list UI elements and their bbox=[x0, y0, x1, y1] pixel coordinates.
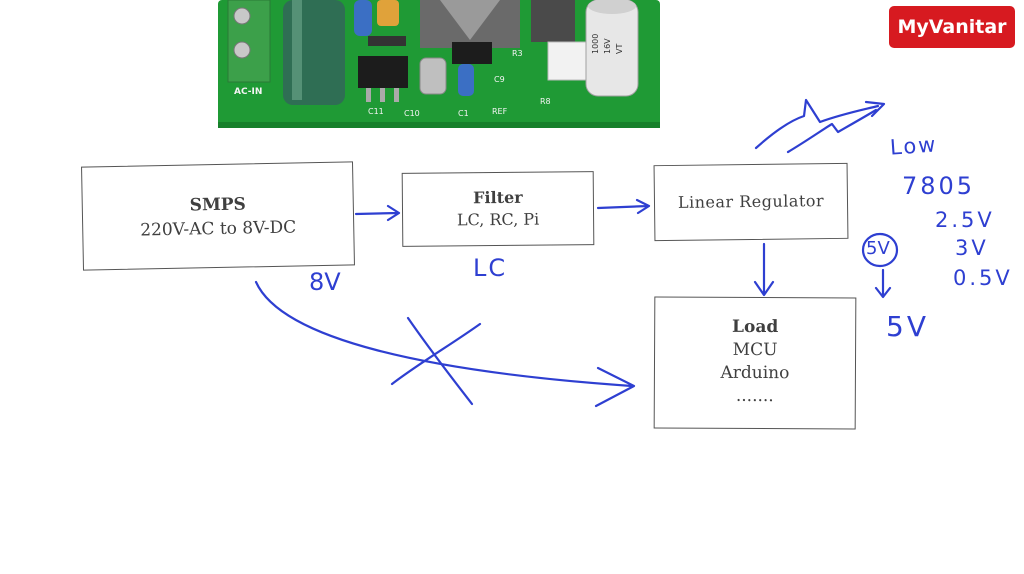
arrow-filter-to-regulator bbox=[596, 198, 651, 215]
terminal-screw-1 bbox=[233, 7, 251, 25]
arrow-regulator-to-load bbox=[753, 242, 775, 297]
capacitor-small-1 bbox=[419, 57, 447, 95]
myvanitar-logo: MyVanitar bbox=[889, 6, 1015, 48]
diode bbox=[368, 36, 406, 46]
capacitor-output bbox=[585, 0, 639, 97]
label-low: Low bbox=[889, 132, 939, 160]
blue-component-1 bbox=[354, 0, 372, 36]
terminal-screw-2 bbox=[233, 41, 251, 59]
arrow-5v-down bbox=[874, 268, 892, 299]
pcb-label-c9: C9 bbox=[494, 75, 505, 84]
regulator-pin-1 bbox=[366, 88, 371, 102]
pcb-label-c10: C10 bbox=[404, 109, 420, 118]
rising-arrow-scribble bbox=[754, 98, 886, 150]
regulator-pin-2 bbox=[380, 88, 385, 102]
cross-mark bbox=[390, 316, 482, 406]
inductor bbox=[531, 0, 575, 42]
capacitor-series: VT bbox=[615, 44, 624, 54]
label-0-5v: 0.5V bbox=[953, 266, 1013, 290]
label-circled-5v: 5V bbox=[866, 238, 890, 259]
label-5v-load: 5V bbox=[886, 310, 929, 343]
pcb-label-c1: C1 bbox=[458, 109, 469, 118]
arrow-bypass-curve bbox=[254, 280, 636, 408]
orange-resistor bbox=[377, 0, 399, 26]
regulator-chip bbox=[358, 56, 408, 88]
rising-arrow-scribble-2 bbox=[786, 108, 878, 154]
capacitor-large-highlight bbox=[292, 0, 302, 100]
label-3v: 3V bbox=[955, 236, 989, 260]
capacitor-value: 1000 bbox=[591, 34, 600, 54]
capacitor-voltage: 16V bbox=[603, 38, 612, 54]
pcb-label-ac-in: AC-IN bbox=[234, 87, 262, 97]
label-8v: 8V bbox=[309, 268, 341, 296]
label-2-5v: 2.5V bbox=[935, 208, 995, 232]
connector-header bbox=[547, 41, 589, 81]
pcb-label-r3: R3 bbox=[512, 49, 523, 58]
label-lc: LC bbox=[473, 254, 508, 282]
capacitor-output-top bbox=[588, 0, 636, 14]
pcb-label-r8: R8 bbox=[540, 97, 551, 106]
ic-chip bbox=[452, 42, 492, 64]
pcb-photo: AC-IN C11 C10 C1 C9 REF R8 R3 1000 16V V… bbox=[218, 0, 660, 128]
label-7805: 7805 bbox=[902, 172, 976, 200]
pcb-shadow bbox=[218, 122, 660, 128]
pcb-label-c11: C11 bbox=[368, 107, 384, 116]
heatsink-fin bbox=[440, 0, 500, 40]
capacitor-blue bbox=[458, 64, 474, 96]
regulator-pin-3 bbox=[394, 88, 399, 102]
arrow-smps-to-filter bbox=[354, 204, 401, 222]
pcb-label-ref: REF bbox=[492, 107, 508, 116]
circle-5v bbox=[861, 232, 899, 268]
